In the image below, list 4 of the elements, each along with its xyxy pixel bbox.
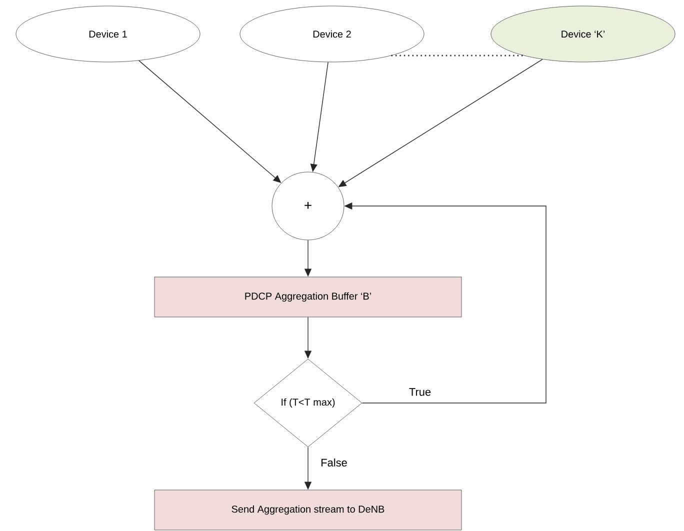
edge-label: True — [408, 387, 432, 397]
edge-label: False — [320, 457, 348, 468]
process-box: Send Aggregation stream to DeNB — [154, 490, 462, 530]
process-box: PDCP Aggregation Buffer ‘B’ — [154, 276, 462, 318]
